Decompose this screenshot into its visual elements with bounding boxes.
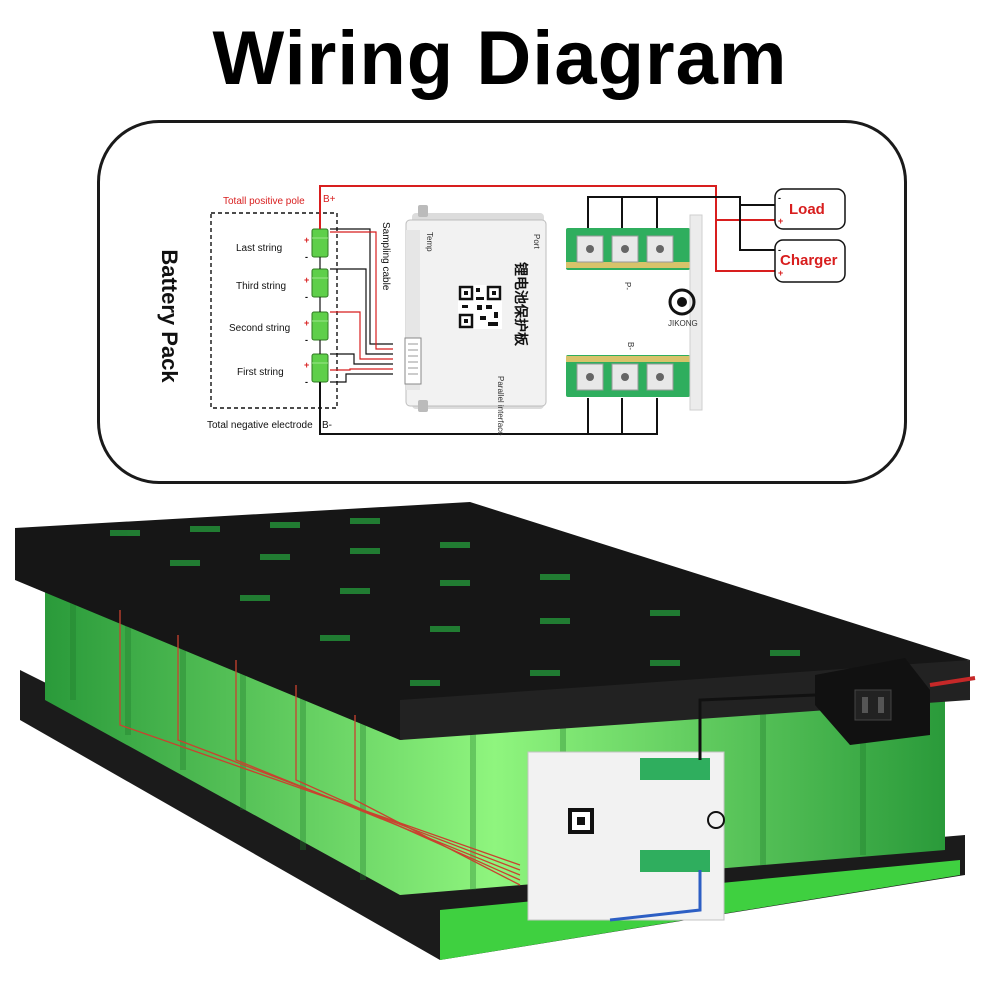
b-minus-label: B-: [322, 420, 332, 431]
cell-second-minus: -: [305, 335, 308, 345]
pack-board-wire-top: [698, 693, 816, 760]
battery-pack-render: [15, 502, 976, 960]
board-port-label: Port: [532, 234, 541, 249]
b-minus-terminal-label: B-: [626, 342, 635, 350]
cell-first-plus: +: [304, 360, 309, 370]
total-negative-label: Total negative electrode: [207, 420, 313, 431]
battery-pack-label: Battery Pack: [157, 249, 182, 383]
load-plus: +: [778, 216, 783, 226]
cell-last: [311, 228, 329, 258]
load-box: [774, 188, 846, 230]
string-label-first: First string: [237, 367, 284, 378]
pack-sampling-wires: [119, 610, 521, 886]
cell-first: [311, 353, 329, 383]
charger-label: Charger: [780, 252, 838, 269]
p-minus-wires: [587, 196, 777, 251]
positive-wire: [319, 185, 777, 272]
pack-protection-board: [527, 751, 725, 921]
sampling-cable-label: Sampling cable: [380, 222, 391, 291]
p-minus-label: P-: [623, 282, 632, 290]
charger-minus: -: [778, 245, 781, 255]
cell-third: [311, 268, 329, 298]
pack-cell-caps: [110, 518, 800, 686]
battery-pack-frame: [210, 212, 338, 409]
protection-board: Temp Port Parallel interface 锂电池保护板 极空: [404, 205, 703, 436]
wiring-diagram: Battery Pack Last string Third string Se…: [157, 185, 846, 436]
board-brand: JIKONG: [668, 319, 698, 328]
pack-board-wire-bottom: [609, 870, 702, 922]
board-temp-label: Temp: [425, 232, 434, 252]
board-parallel-label: Parallel interface: [496, 376, 505, 436]
pack-power-socket: [815, 658, 976, 745]
board-chinese-name: 锂电池保护板: [512, 262, 529, 347]
charger-plus: +: [778, 268, 783, 278]
cell-second: [311, 311, 329, 341]
qr-code: [458, 285, 502, 329]
cell-first-minus: -: [305, 377, 308, 387]
load-minus: -: [778, 193, 781, 203]
string-label-last: Last string: [236, 243, 282, 254]
cell-third-minus: -: [305, 292, 308, 302]
charger-box: [774, 239, 846, 283]
string-label-third: Third string: [236, 281, 286, 292]
total-positive-label: Totall positive pole: [223, 196, 305, 207]
cell-third-plus: +: [304, 275, 309, 285]
load-label: Load: [789, 201, 825, 218]
cell-second-plus: +: [304, 318, 309, 328]
board-bracket: [689, 214, 703, 411]
b-plus-label: B+: [323, 194, 336, 205]
cell-last-minus: -: [305, 252, 308, 262]
negative-wire: [319, 382, 658, 435]
string-label-second: Second string: [229, 323, 290, 334]
p-minus-terminal-block: [566, 228, 690, 270]
cell-last-plus: +: [304, 235, 309, 245]
sampling-cable: [330, 228, 393, 383]
b-minus-terminal-block: [566, 355, 690, 397]
page-title: Wiring Diagram: [212, 16, 788, 101]
brand-logo-icon: [668, 288, 696, 316]
